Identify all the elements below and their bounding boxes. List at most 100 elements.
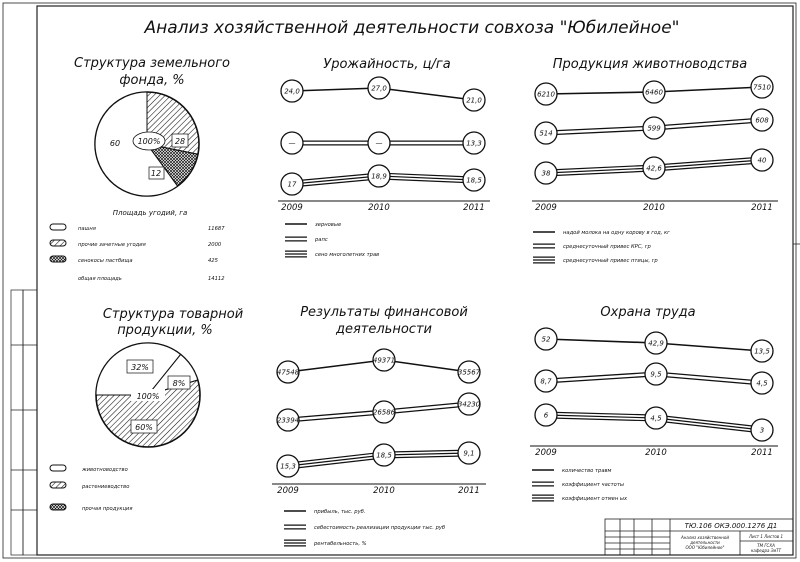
land-slice-label-12-box [148, 166, 165, 180]
stamp-name-line3: ООО "Юбилейное" [686, 545, 725, 550]
yield-year-0: 2009 [281, 203, 303, 213]
livestock-node-label-0-0: 6210 [537, 91, 555, 99]
finance-node-label-2-0: 15,3 [280, 463, 296, 471]
commodity-swatch-cross [49, 503, 67, 511]
commodity-center-label-bg [131, 389, 165, 401]
safety-node-label-0-2: 13,5 [754, 348, 770, 356]
yield-node-label-0-2: 21,0 [466, 97, 482, 105]
yield-node-label-0-0: 24,0 [284, 88, 300, 96]
livestock-node-0-2 [750, 75, 774, 99]
finance-node-1-1 [372, 400, 396, 424]
livestock-node-1-0 [534, 121, 558, 145]
livestock-legend-label-2: среднесуточный привес птицы, гр [563, 258, 658, 264]
livestock-node-2-1 [642, 156, 666, 180]
livestock-title: Продукция животноводства [553, 57, 748, 72]
commodity-center-label: 100% [137, 392, 160, 401]
stamp-sheet: Лист 1 Листов 1 [748, 534, 783, 539]
safety-legend-label-2: коэффициент отмен ых [562, 496, 628, 502]
livestock-node-label-0-2: 7510 [753, 84, 771, 92]
safety-node-label-2-2: 3 [760, 427, 764, 435]
finance-legend-label-1: себестоимость реализации продукции тыс. … [314, 525, 446, 531]
land-slice-12 [145, 143, 199, 187]
land-legend-value-3: 14112 [208, 276, 225, 282]
yield-node-1-0 [280, 131, 304, 155]
land-legend-label-3: общая площадь [78, 276, 122, 282]
commodity-swatch-plain [49, 464, 67, 472]
yield-node-label-1-1: — [376, 140, 383, 148]
land-pie-chart: Структура земельного фонда, % 100% 60 28… [74, 56, 230, 197]
commodity-pie-chart: Структура товарной продукции, % 100% 32%… [95, 307, 243, 448]
safety-legend-label-0: количество травм [562, 468, 612, 474]
land-slice-label-12: 12 [151, 169, 161, 178]
yield-legend-label-0: зерновые [315, 222, 341, 228]
safety-year-1: 2010 [645, 448, 667, 458]
yield-title: Урожайность, ц/га [323, 57, 450, 72]
finance-node-label-1-2: 34230 [458, 401, 481, 409]
inner-frame [36, 5, 794, 556]
land-title-line2: фонда, % [119, 73, 184, 88]
livestock-chart: Продукция животноводства 2009 2010 2011 621… [532, 57, 778, 264]
land-center-label-bg [132, 131, 166, 151]
yield-node-1-2 [462, 131, 486, 155]
yield-node-0-1 [367, 76, 391, 100]
livestock-node-label-0-1: 6460 [645, 89, 663, 97]
title-block [604, 518, 794, 556]
safety-node-0-0 [534, 327, 558, 351]
land-legend-value-0: 11687 [208, 226, 225, 232]
yield-node-0-2 [462, 88, 486, 112]
commodity-slice-60 [95, 379, 201, 448]
livestock-year-0: 2009 [535, 203, 557, 213]
safety-node-label-1-2: 4,5 [756, 380, 768, 388]
safety-title: Охрана труда [600, 305, 695, 320]
binding-strip [10, 289, 38, 556]
yield-node-label-0-1: 27,0 [371, 85, 387, 93]
livestock-node-1-1 [642, 116, 666, 140]
commodity-swatch-hatch [49, 481, 67, 489]
livestock-node-label-2-0: 38 [542, 170, 551, 178]
land-legend-value-1: 2000 [208, 242, 222, 248]
commodity-label-60-box [130, 419, 158, 434]
yield-legend-label-2: сено многолетних трав [315, 252, 379, 258]
safety-year-2: 2011 [751, 448, 773, 458]
safety-node-1-0 [534, 369, 558, 393]
yield-year-2: 2011 [463, 203, 485, 213]
livestock-node-2-0 [534, 161, 558, 185]
finance-node-label-1-0: 23394 [277, 417, 299, 425]
stamp-name-line1: Анализ хозяйственной [680, 535, 729, 540]
livestock-year-2: 2011 [751, 203, 773, 213]
safety-node-label-0-0: 52 [542, 336, 551, 344]
safety-node-2-1 [644, 406, 668, 430]
finance-node-2-2 [457, 441, 481, 465]
yield-legend-label-1: рапс [314, 237, 328, 243]
stamp-code: ТЮ.106 ОКЭ.000.1276 Д1 [685, 522, 778, 530]
livestock-node-label-1-0: 514 [539, 130, 552, 138]
stamp-org-line2: кафедра ЭиТТ [751, 548, 782, 553]
safety-node-0-2 [750, 339, 774, 363]
finance-node-0-0 [276, 360, 300, 384]
commodity-title-line2: продукции, % [117, 323, 213, 338]
commodity-legend-label-0: животноводство [81, 467, 128, 473]
livestock-year-1: 2010 [643, 203, 665, 213]
land-slice-label-60: 60 [110, 139, 120, 148]
yield-node-label-1-0: — [289, 140, 296, 148]
commodity-slice-label-60: 60% [135, 423, 153, 432]
legend-swatch-hatch [49, 239, 67, 247]
land-legend-value-2: 425 [208, 258, 219, 264]
safety-legend-label-1: коэффициент частоты [562, 482, 624, 488]
livestock-node-0-1 [642, 80, 666, 104]
legend-swatch-cross [49, 255, 67, 263]
land-center-label: 100% [138, 137, 161, 146]
finance-node-0-2 [457, 360, 481, 384]
safety-node-label-1-1: 9,5 [650, 371, 662, 379]
finance-title-line1: Результаты финансовой [300, 305, 468, 320]
commodity-label-32-box [126, 359, 154, 374]
finance-legend-label-2: рентабельность, % [313, 541, 367, 547]
safety-node-label-2-1: 4,5 [650, 415, 662, 423]
commodity-slice-label-8: 8% [173, 379, 186, 388]
land-slice-label-28: 28 [175, 137, 185, 146]
